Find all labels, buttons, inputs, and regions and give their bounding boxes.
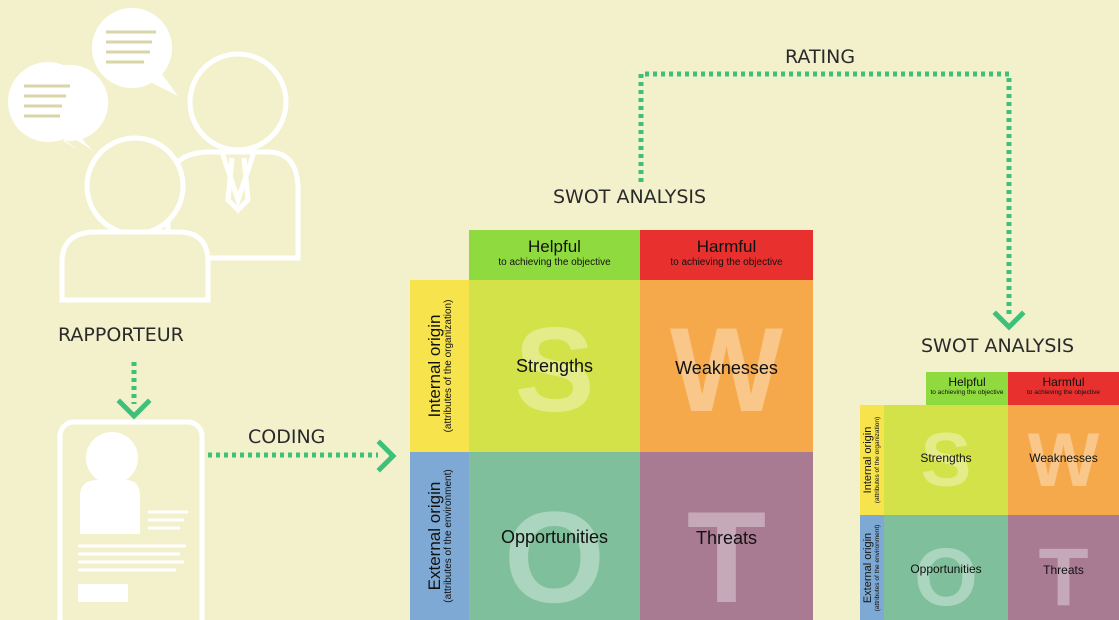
opportunities-letter: O [503, 484, 606, 620]
weaknesses-letter: W [669, 303, 784, 437]
threats-letter: T [686, 484, 767, 620]
swot-title-small: SWOT ANALYSIS [921, 335, 1075, 357]
harmful-header-small: Harmful to achieving the objective [1008, 372, 1119, 405]
opportunities-label: Opportunities [500, 527, 609, 547]
harmful-label: Harmful [696, 237, 757, 256]
helpful-label-small: Helpful [948, 375, 986, 389]
harmful-header: Harmful to achieving the objective [640, 230, 813, 280]
weaknesses-label: Weaknesses [675, 358, 778, 378]
strengths-letter-small: S [920, 418, 972, 503]
external-origin-header: External origin (attributes of the envir… [410, 452, 469, 620]
strengths-cell: S Strengths [469, 280, 640, 452]
harmful-label-small: Harmful [1042, 375, 1085, 389]
harmful-sublabel: to achieving the objective [670, 257, 783, 268]
strengths-letter: S [514, 303, 595, 437]
strengths-label-small: Strengths [920, 451, 972, 465]
threats-letter-small: T [1038, 532, 1089, 620]
weaknesses-label-small: Weaknesses [1029, 451, 1098, 465]
threats-label: Threats [695, 528, 758, 548]
internal-label: Internal origin [424, 314, 444, 418]
external-sublabel-small: (attributes of the environment) [873, 524, 881, 611]
arrow-rating [638, 71, 1012, 318]
external-sublabel: (attributes of the environment) [442, 469, 454, 603]
person-icon [59, 135, 211, 303]
helpful-header-small: Helpful to achieving the objective [926, 372, 1008, 405]
external-label-small: External origin [861, 532, 874, 603]
internal-sublabel-small: (attributes of the organization) [873, 416, 881, 504]
external-label: External origin [424, 481, 444, 591]
helpful-sublabel-small: to achieving the objective [930, 389, 1004, 396]
document-card-icon [57, 419, 205, 620]
weaknesses-cell-small: W Weaknesses [1008, 405, 1119, 515]
rating-label: RATING [785, 46, 856, 68]
person-suit-icon [165, 51, 301, 261]
swot-grid-small: Helpful to achieving the objective Harmf… [860, 372, 1119, 620]
arrowhead-down [116, 398, 152, 420]
coding-label: CODING [248, 426, 326, 448]
opportunities-label-small: Opportunities [910, 562, 982, 576]
opportunities-cell: O Opportunities [469, 452, 640, 620]
strengths-label: Strengths [515, 356, 594, 376]
arrowhead-right [376, 439, 397, 473]
internal-origin-header-small: Internal origin (attributes of the organ… [860, 405, 884, 515]
arrowhead-down [992, 310, 1026, 331]
external-origin-header-small: External origin (attributes of the envir… [860, 515, 884, 620]
internal-label-small: Internal origin [861, 426, 874, 494]
harmful-sublabel-small: to achieving the objective [1027, 389, 1100, 396]
helpful-sublabel: to achieving the objective [498, 257, 611, 268]
swot-title-main: SWOT ANALYSIS [553, 186, 707, 208]
threats-cell-small: T Threats [1008, 515, 1119, 620]
threats-cell: T Threats [640, 452, 813, 620]
opportunities-cell-small: O Opportunities [884, 515, 1008, 620]
speech-bubble-icon [8, 62, 109, 150]
helpful-label: Helpful [528, 237, 581, 256]
opportunities-letter-small: O [914, 532, 978, 620]
helpful-header: Helpful to achieving the objective [469, 230, 640, 280]
internal-sublabel: (attributes of the organization) [442, 299, 454, 433]
internal-origin-header: Internal origin (attributes of the organ… [410, 280, 469, 452]
weaknesses-cell: W Weaknesses [640, 280, 813, 452]
threats-label-small: Threats [1043, 563, 1084, 577]
swot-grid-main: Helpful to achieving the objective Harmf… [410, 230, 813, 620]
speech-bubble-icon [92, 8, 178, 96]
strengths-cell-small-inner: S Strengths [884, 405, 1008, 515]
rapporteur-label: RAPPORTEUR [58, 324, 184, 346]
weaknesses-letter-small: W [1027, 418, 1100, 503]
